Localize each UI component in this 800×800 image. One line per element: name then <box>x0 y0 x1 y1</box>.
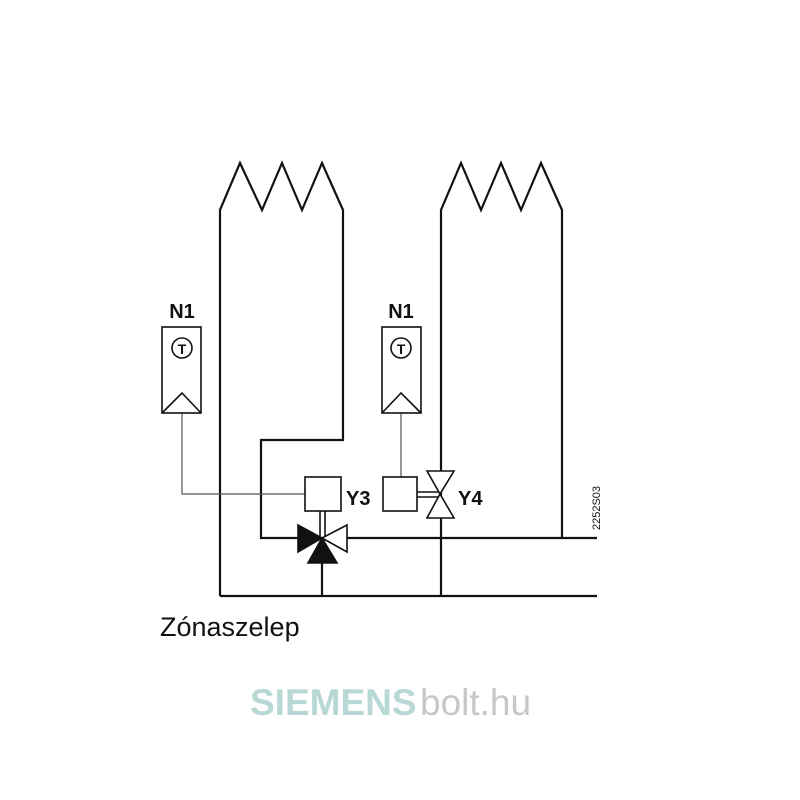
mixing-valve-y3 <box>297 476 348 564</box>
room-sensor-right <box>381 326 422 414</box>
radiator-right <box>439 160 564 596</box>
zone-valve-y4 <box>382 470 456 519</box>
thermometer-icon <box>171 337 193 359</box>
sensor-symbol: T <box>178 341 187 357</box>
sensor-left-label: N1 <box>169 301 195 323</box>
valve-port-bottom <box>306 536 339 564</box>
valve-port-left <box>297 523 324 554</box>
watermark-suffix: bolt.hu <box>420 682 531 723</box>
radiator-left <box>218 160 345 596</box>
drawing-code: 2252S03 <box>591 486 603 530</box>
valve-y3-label: Y3 <box>346 488 370 510</box>
sensor-right-label: N1 <box>388 301 414 323</box>
valve-port-right <box>320 523 348 554</box>
diagram-caption: Zónaszelep <box>160 612 300 642</box>
actuator-y3 <box>304 476 342 512</box>
sensor-symbol: T <box>397 341 406 357</box>
thermometer-icon <box>390 337 412 359</box>
room-sensor-left <box>161 326 202 414</box>
sensor-wire-left <box>181 413 305 495</box>
watermark-brand: SIEMENS <box>250 682 417 723</box>
actuator-y4 <box>382 476 418 512</box>
valve-y4-label: Y4 <box>458 488 483 510</box>
